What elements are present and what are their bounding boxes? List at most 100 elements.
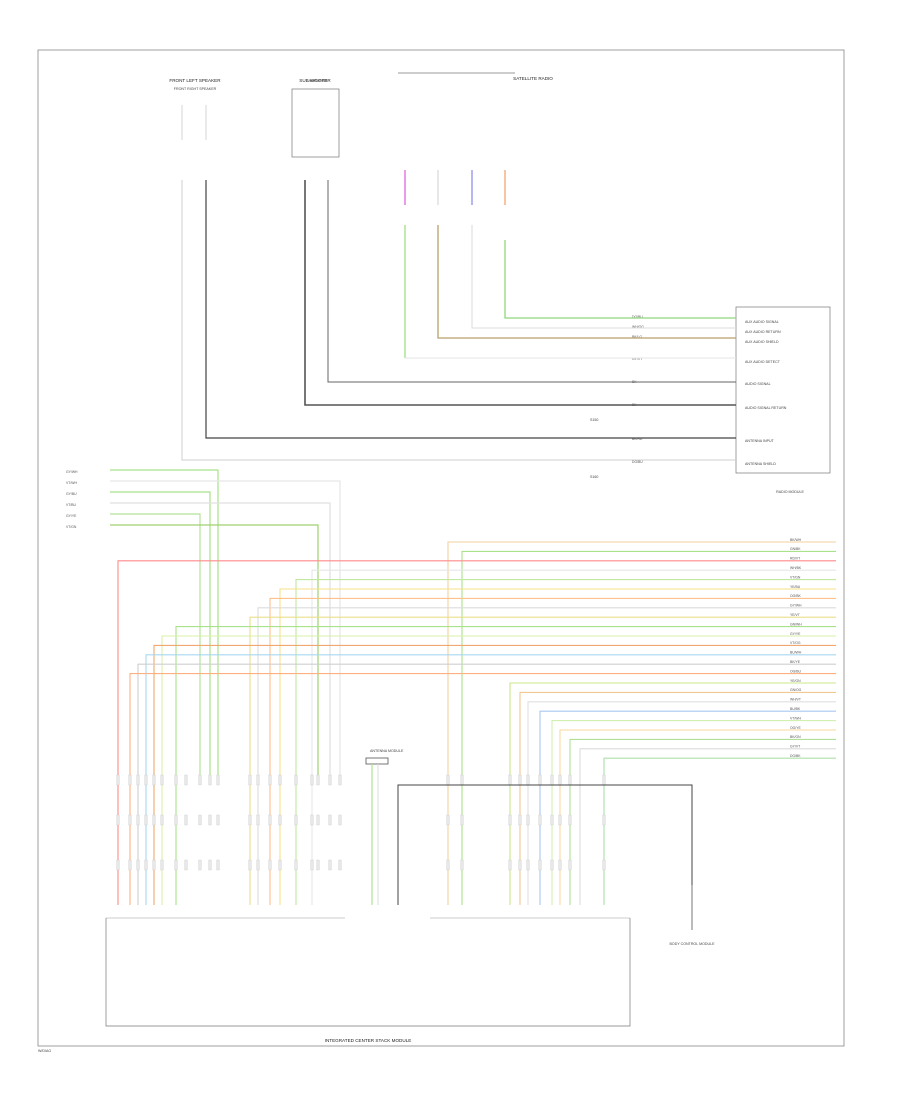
connector-pin	[216, 859, 220, 871]
connector-pin	[310, 774, 314, 786]
connector-pin	[152, 814, 156, 826]
bus-wire-label: DG/BK	[790, 754, 801, 758]
satellite-radio: SATELLITE RADIO	[398, 72, 553, 81]
bus-wire-label: BK/GN	[790, 735, 801, 739]
connector-pin	[558, 859, 562, 871]
bus-wire-label: RD/VT	[790, 557, 800, 561]
wire-code: BK/RD	[632, 437, 643, 441]
connector-pin	[526, 859, 530, 871]
right-module-pin-label: AUX AUDIO DETECT	[745, 360, 781, 364]
page-border	[37, 49, 845, 1047]
connector-pin	[198, 859, 202, 871]
connector-pin	[550, 814, 554, 826]
bus-wire	[295, 579, 836, 905]
bus-wire-label: BU/WH	[790, 651, 802, 655]
connector-pin	[602, 859, 606, 871]
connector-pin	[338, 814, 342, 826]
connector-pin	[568, 774, 572, 786]
connector-pin	[568, 859, 572, 871]
connector-pin	[446, 859, 450, 871]
sub-woofer: SUB WOOFER	[291, 78, 340, 158]
connector-pin	[310, 814, 314, 826]
connector-pin	[518, 814, 522, 826]
bus-wire	[551, 720, 836, 905]
svg-text:RADIO MODULE: RADIO MODULE	[776, 490, 804, 494]
bus-wire-label: BK/WH	[790, 538, 802, 542]
wire-code: BK/LG	[632, 335, 642, 339]
antenna-module: ANTENNA MODULE	[365, 749, 693, 905]
connector-pin	[558, 774, 562, 786]
connector-pin	[268, 814, 272, 826]
connector-pin	[328, 859, 332, 871]
connector-pin	[256, 814, 260, 826]
bus-wire	[279, 588, 836, 905]
right-module-pin-label: ANTENNA SHIELD	[745, 462, 776, 466]
connector-pin	[538, 814, 542, 826]
wire-sat-3b	[471, 225, 736, 329]
front-left-speaker: FRONT LEFT SPEAKER	[169, 78, 221, 140]
connector-pin	[538, 774, 542, 786]
front-right-speaker-label: FRONT RIGHT SPEAKER	[174, 87, 217, 91]
bus-wire	[269, 597, 836, 905]
connector-pin	[208, 814, 212, 826]
connector-pin	[208, 774, 212, 786]
connector-pin	[558, 814, 562, 826]
bus-wire-label: GY/WH	[66, 470, 78, 474]
connector-pin	[208, 859, 212, 871]
bus-wire	[509, 682, 836, 905]
bus-wire-label: VT/BU	[66, 503, 77, 507]
wire-code: DG/BU	[632, 315, 643, 319]
bus-wire-label: OG/YE	[790, 726, 801, 730]
svg-text:SATELLITE RADIO: SATELLITE RADIO	[513, 76, 553, 81]
bus-wire-label: GN/BK	[790, 547, 801, 551]
amplifier-label: AMPLIFIER	[309, 79, 328, 83]
svg-text:INTEGRATED CENTER STACK MODULE: INTEGRATED CENTER STACK MODULE	[325, 1038, 412, 1043]
connector-pin	[526, 814, 530, 826]
bus-wire-label: YE/BU	[790, 585, 801, 589]
bus-wire	[519, 691, 836, 905]
bus-wire-label: WH/VT	[790, 698, 801, 702]
bus-wire	[447, 541, 836, 905]
connector-pin	[460, 859, 464, 871]
connector-pin	[160, 814, 164, 826]
wire-sat-4b	[504, 240, 736, 319]
bus-wire-label: YE/GN	[790, 679, 801, 683]
wire-sub-neg	[304, 180, 736, 406]
connector-pin	[174, 859, 178, 871]
connector-pin	[144, 774, 148, 786]
connector-pin	[116, 814, 120, 826]
splice-label: S160	[590, 475, 598, 479]
connector-pin	[328, 774, 332, 786]
connector-pin	[152, 774, 156, 786]
wire-front-left-pos	[205, 180, 736, 439]
connector-pin	[136, 814, 140, 826]
bus-wire-label: GN/OG	[790, 688, 802, 692]
left-bus-wires	[110, 469, 341, 780]
right-module-pin-label: AUX AUDIO SHIELD	[745, 340, 779, 344]
bus-wire-label: BU/BK	[790, 707, 801, 711]
connector-pin	[568, 814, 572, 826]
bus-wire	[461, 550, 836, 905]
connector-pin	[144, 814, 148, 826]
bus-wire	[175, 626, 836, 905]
connector-pin	[128, 774, 132, 786]
bus-wire	[569, 738, 836, 905]
bus-wire-label: VT/OG	[790, 641, 801, 645]
right-module-pin-label: AUDIO SIGNAL RETURN	[745, 406, 787, 410]
right-module-pin-label: AUDIO SIGNAL	[745, 382, 771, 386]
bus-wire-label: BK/YE	[790, 660, 801, 664]
connector-pin	[278, 859, 282, 871]
connector-pin	[310, 859, 314, 871]
connector-pin	[248, 814, 252, 826]
bus-wire-label: VT/WH	[66, 481, 77, 485]
bus-wire	[527, 701, 836, 905]
connector-pin	[184, 774, 188, 786]
connector-pin	[526, 774, 530, 786]
bus-wire-label: GY/VT	[790, 745, 800, 749]
connector-pin	[152, 859, 156, 871]
right-bus-labels: BK/WHGN/BKRD/VTWH/BKVT/GNYE/BUOG/BKGY/WH…	[790, 538, 802, 758]
bus-wire-label: VT/WH	[790, 716, 801, 720]
connector-pin	[160, 774, 164, 786]
bus-wire-label: OG/BK	[790, 594, 801, 598]
bus-wire-label: GN/WH	[790, 622, 802, 626]
